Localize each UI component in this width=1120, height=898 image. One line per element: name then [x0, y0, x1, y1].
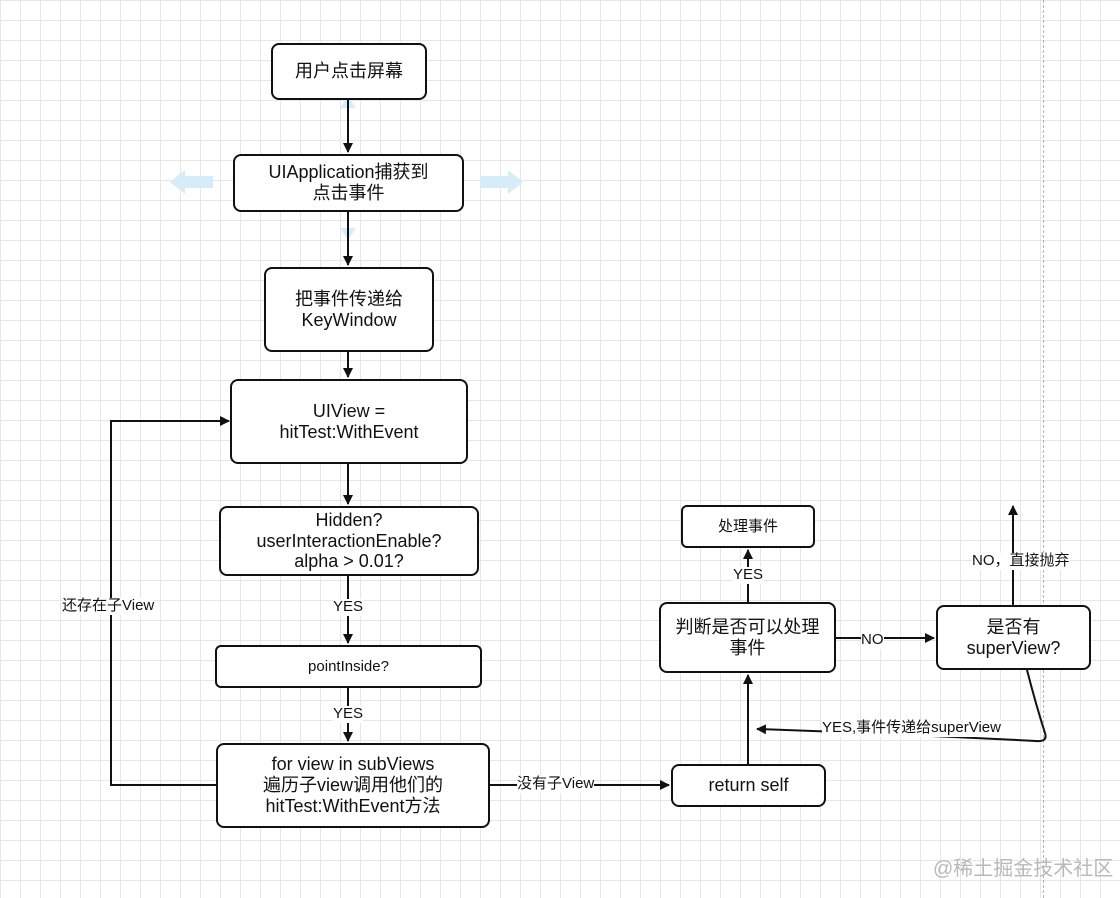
label-no-subview: 没有子View: [517, 775, 595, 793]
watermark: @稀土掘金技术社区: [933, 858, 1114, 880]
node-for-subviews: for view in subViews 遍历子view调用他们的 hitTes…: [216, 743, 490, 828]
selection-hint-arrows: [170, 96, 523, 240]
label-no-superview: NO，直接抛弃: [972, 552, 1070, 570]
node-pass-keywindow: 把事件传递给 KeyWindow: [264, 267, 434, 352]
label-yes-superview: YES,事件传递给superView: [822, 719, 1001, 737]
label-yes-handle: YES: [733, 566, 764, 584]
node-has-superview: 是否有 superView?: [936, 605, 1091, 670]
node-conditions: Hidden? userInteractionEnable? alpha > 0…: [219, 506, 479, 576]
node-tap-screen: 用户点击屏幕: [271, 43, 427, 100]
label-has-subview-loop: 还存在子View: [62, 597, 155, 615]
page-boundary-guide: [1043, 0, 1044, 898]
label-no-handle: NO: [861, 631, 884, 649]
node-point-inside: pointInside?: [215, 645, 482, 688]
label-yes-conditions: YES: [333, 598, 364, 616]
node-can-handle: 判断是否可以处理 事件: [659, 602, 836, 673]
node-app-capture: UIApplication捕获到 点击事件: [233, 154, 464, 212]
node-handle-event: 处理事件: [681, 505, 815, 548]
label-yes-pointinside: YES: [333, 705, 364, 723]
node-return-self: return self: [671, 764, 826, 807]
node-hittest: UIView = hitTest:WithEvent: [230, 379, 468, 464]
